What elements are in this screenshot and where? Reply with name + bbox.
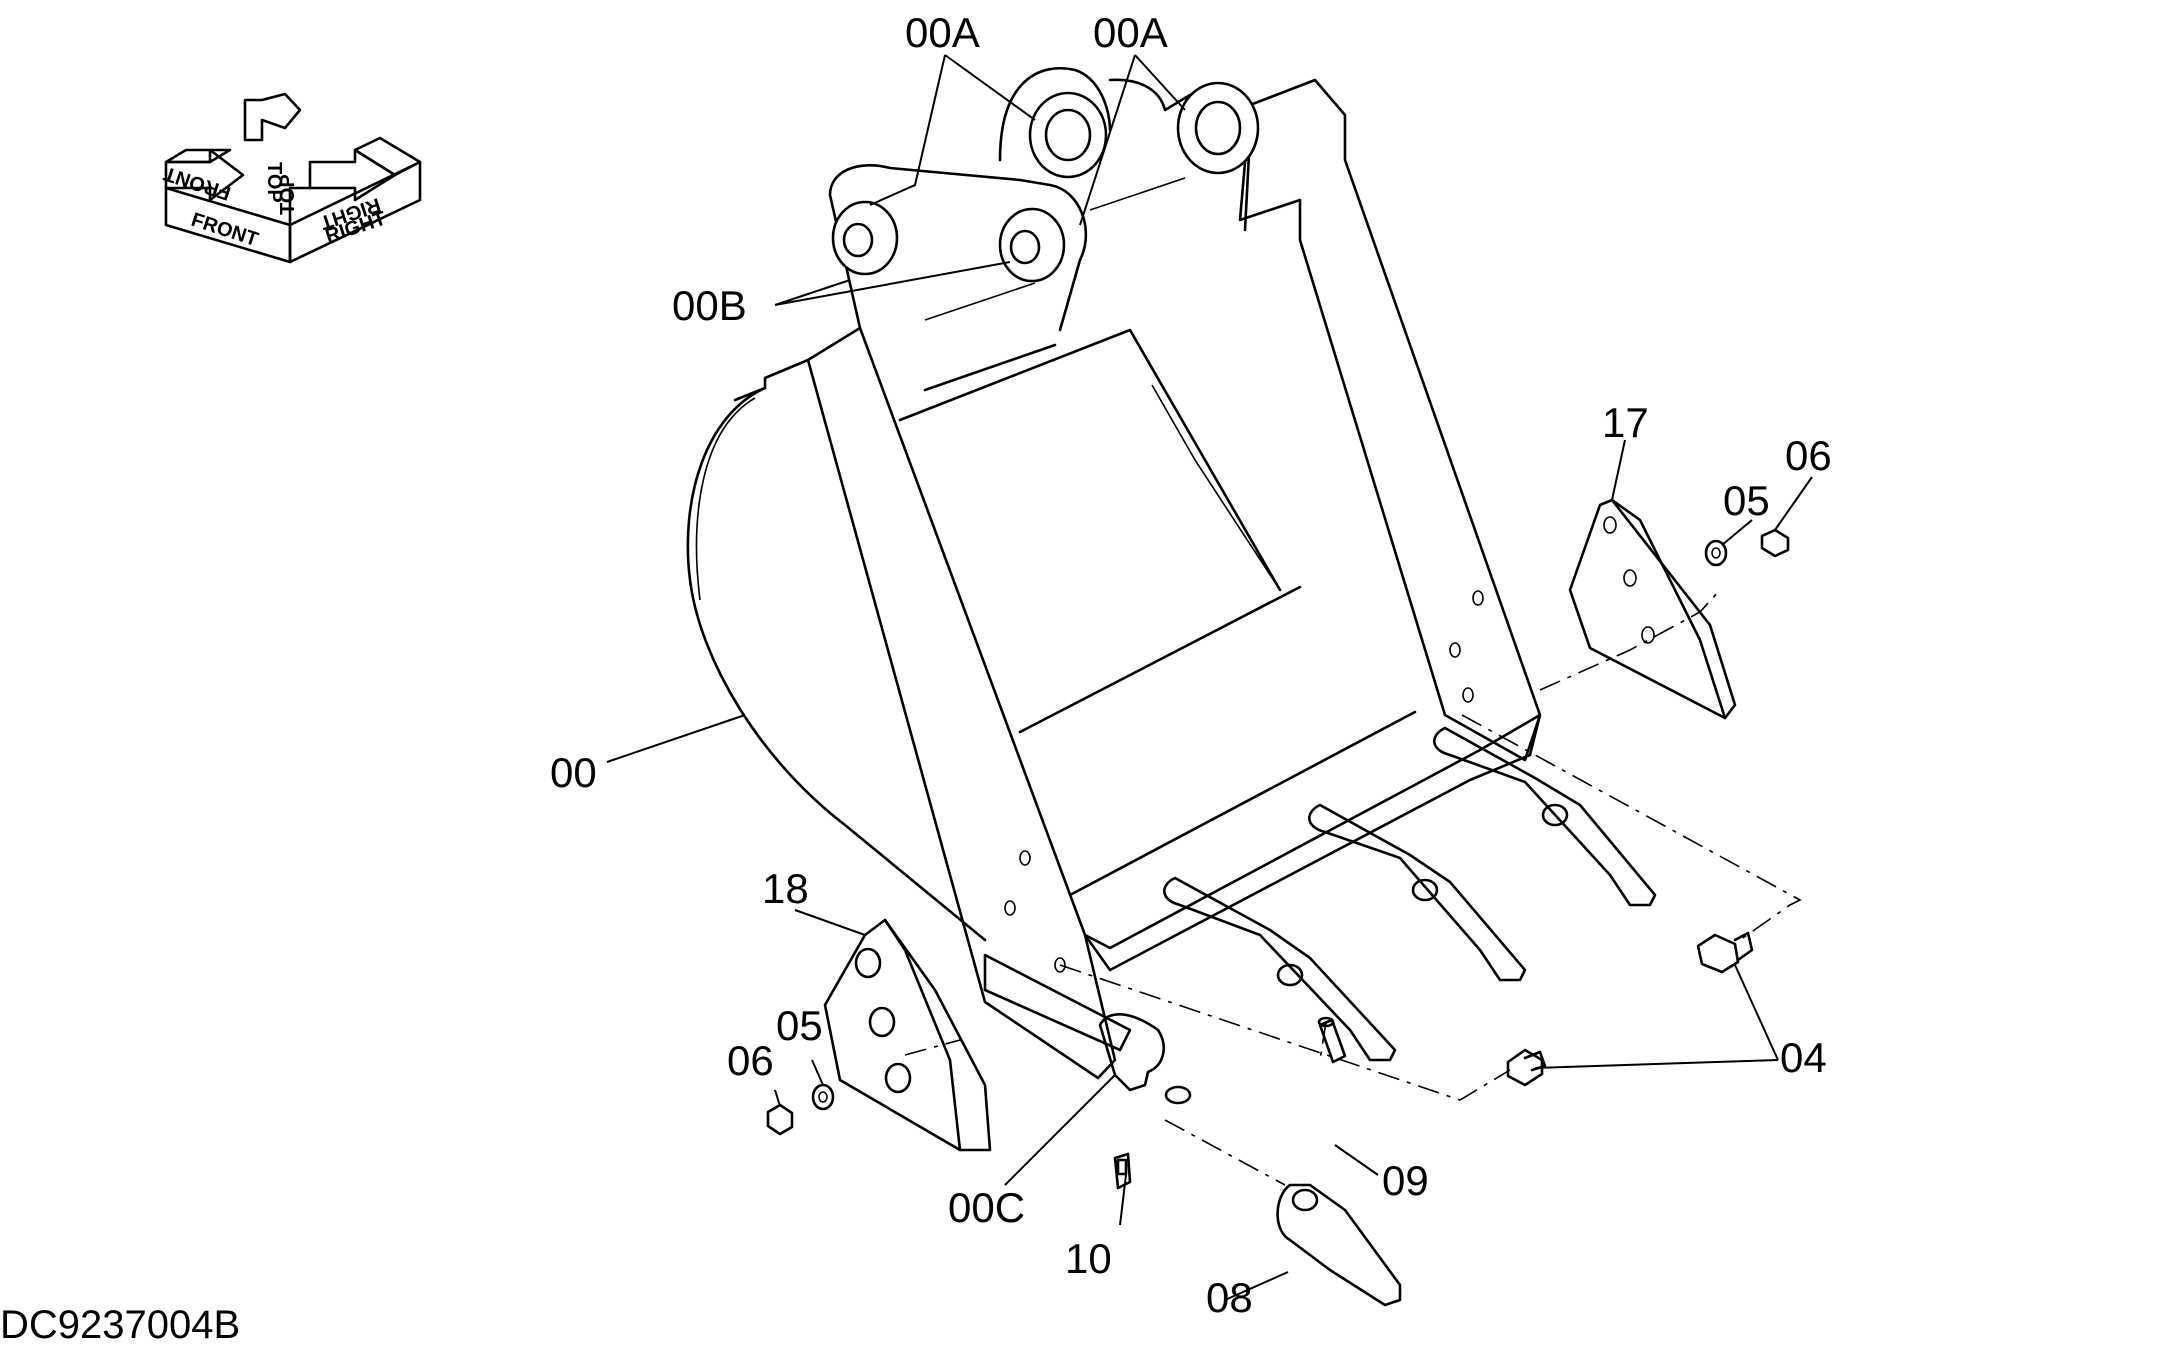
top-label-mirrored: TOP (277, 174, 299, 215)
callout-17: 17 (1602, 399, 1649, 446)
callout-08: 08 (1206, 1274, 1253, 1321)
callout-06-right: 06 (1785, 432, 1832, 479)
front-label: FRONT (188, 209, 260, 251)
callout-18: 18 (762, 865, 809, 912)
callout-leaders (606, 54, 1813, 1301)
callout-05-left: 05 (776, 1002, 823, 1049)
bucket-teeth (1098, 726, 1657, 1307)
orientation-arrows-icon: FRONT FRONT TOP TOP RIGHT RIGHT (161, 92, 422, 264)
callout-05-right: 05 (1723, 477, 1770, 524)
assembly-centerlines (904, 589, 1802, 1186)
callout-06-left: 06 (727, 1037, 774, 1084)
side-cutter-right (1568, 498, 1737, 720)
callout-00b: 00B (672, 282, 747, 329)
drawing-id: DC9237004B (0, 1303, 240, 1347)
link-bosses (828, 66, 1260, 332)
top-label: TOP (263, 162, 285, 203)
callout-00a-right: 00A (1093, 9, 1168, 56)
side-cutter-left (823, 918, 992, 1152)
callout-00: 00 (550, 749, 597, 796)
callout-10: 10 (1065, 1235, 1112, 1282)
callout-00c: 00C (948, 1184, 1025, 1231)
callout-04: 04 (1780, 1034, 1827, 1081)
callout-labels: 00A 00A 00B 00 00C 17 05 06 18 05 06 04 … (550, 9, 1832, 1321)
callout-00a-left: 00A (905, 9, 980, 56)
bucket-body (686, 78, 1542, 1080)
callout-09: 09 (1382, 1157, 1429, 1204)
